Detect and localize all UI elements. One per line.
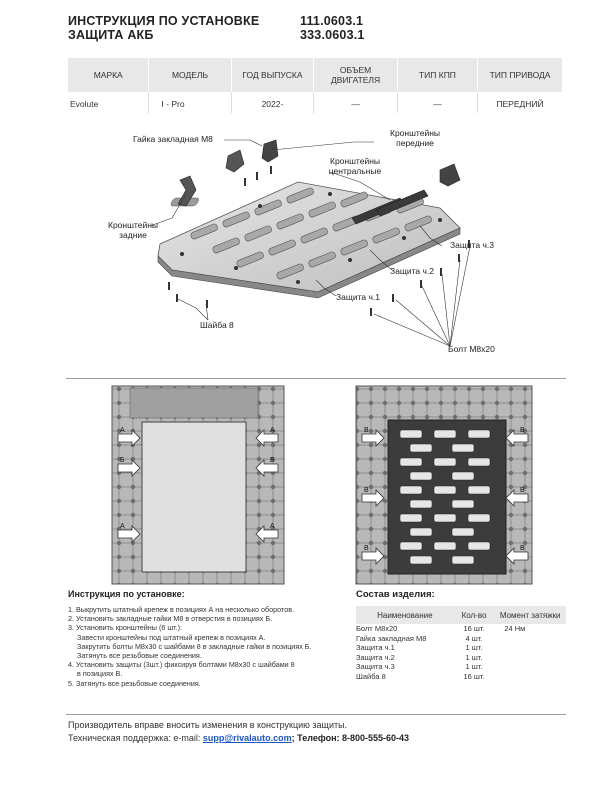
composition-cell: Болт М8х20 [356,624,398,633]
view-before [111,385,285,585]
spec-header: МОДЕЛЬ [148,58,232,92]
composition-cell: Защита ч.1 [356,643,395,652]
composition-header-row: Наименование Кол-во Момент затяжки [356,606,566,624]
instruction-line: 5. Затянуть все резьбовые соединения. [68,678,201,688]
pos-label-v: В [520,487,525,494]
pos-label-v: В [520,427,525,434]
footer-support: Техническая поддержка: e-mail: supp@riva… [68,733,409,743]
bolt-icons [168,166,470,316]
spec-cell: 2022- [231,92,315,113]
spec-cell: — [313,92,398,113]
composition-cell [494,672,566,682]
spec-header: МАРКА [68,58,150,92]
pos-label-v: В [520,545,525,552]
composition-title: Состав изделия: [356,589,435,600]
composition-cell: 16 шт. [463,671,485,681]
composition-row: Шайба 8 16 шт. [356,672,566,682]
composition-cell: 1 шт. [465,652,483,662]
exploded-diagram [149,139,471,347]
label-bolt: Болт М8х20 [448,344,495,354]
composition-cell: 4 шт. [465,633,483,643]
pos-label-v: В [364,487,369,494]
instruction-line: 3. Установить кронштейны (6 шт.): [68,623,182,633]
composition-header: Момент затяжки [494,606,566,624]
composition-row: Гайка закладная М8 4 шт. [356,634,566,644]
composition-cell: Гайка закладная М8 [356,633,427,643]
composition-row: Защита ч.1 1 шт. [356,643,566,653]
label-guard-3: Защита ч.3 [450,240,495,250]
spec-header: ТИП ПРИВОДА [477,58,562,92]
spec-header: ГОД ВЫПУСКА [231,58,315,92]
composition-row: Болт М8х20 16 шт. 24 Нм [356,624,566,634]
part-code-2: 333.0603.1 [300,28,365,42]
label-rear-brackets: Кронштейны задние [108,220,158,240]
support-email-link[interactable]: supp@rivalauto.com [202,733,292,743]
section-divider [66,378,566,379]
composition-cell: Шайба 8 [356,671,386,681]
composition-table: Наименование Кол-во Момент затяжки Болт … [356,606,566,681]
instruction-line: Завести кронштейны под штатный крепеж в … [77,632,266,642]
label-guard-2: Защита ч.2 [390,266,435,276]
spec-cell: Evolute [68,92,150,113]
center-bracket [351,189,429,225]
pos-label-a: А [120,523,125,530]
instruction-line: Затянуть все резьбовые соединения. [77,651,202,661]
instruction-line: 1. Выкрутить штатный крепеж в позициях А… [68,605,295,614]
composition-row: Защита ч.3 1 шт. [356,662,566,672]
spec-header-row: МАРКА МОДЕЛЬ ГОД ВЫПУСКА ОБЪЕМ ДВИГАТЕЛЯ… [68,58,562,92]
spec-cell: ПЕРЕДНИЙ [496,99,544,109]
pos-label-a: А [120,427,125,434]
pos-label-a: А [270,427,275,434]
instruction-line: 4. Установить защиты (3шт.) фиксируя бол… [68,660,295,670]
composition-cell: Защита ч.2 [356,652,395,662]
instruction-line: в позициях В. [77,669,123,679]
spec-table: МАРКА МОДЕЛЬ ГОД ВЫПУСКА ОБЪЕМ ДВИГАТЕЛЯ… [68,58,562,113]
label-guard-1: Защита ч.1 [336,292,381,302]
installation-views: А Б А А Б А В В В В В В [111,385,533,585]
pos-label-b: Б [120,457,125,464]
spec-value-row: Evolute I - Pro 2022- — — ПЕРЕДНИЙ [68,92,562,113]
footer-note: Производитель вправе вносить изменения в… [68,720,348,730]
rear-bracket [177,149,245,207]
composition-cell: 24 Нм [504,624,526,633]
pos-label-a: А [270,523,275,530]
doc-title: ИНСТРУКЦИЯ ПО УСТАНОВКЕ [68,14,260,28]
front-bracket [261,139,461,187]
label-center-brackets: Кронштейны центральные [328,156,382,176]
pos-label-b: Б [270,457,275,464]
instruction-line: Закрутить болты М8х30 с шайбами 8 в закл… [77,641,312,651]
support-phone: 8-800-555-60-43 [342,733,410,743]
composition-cell [494,634,566,644]
view-after [355,385,533,585]
spec-cell: — [397,92,479,113]
doc-subtitle: ЗАЩИТА АКБ [68,28,154,42]
pos-label-v: В [364,545,369,552]
label-front-brackets: Кронштейны передние [390,128,440,148]
composition-cell: 16 шт. [463,624,485,633]
instruction-line: 2. Установить закладные гайки М8 в отвер… [68,614,273,624]
composition-cell: 1 шт. [465,662,483,671]
composition-cell [494,662,566,672]
composition-row: Защита ч.2 1 шт. [356,653,566,663]
instructions-list: 1. Выкрутить штатный крепеж в позициях А… [68,605,358,688]
support-prefix: Техническая поддержка: e-mail: [68,733,203,743]
spec-header: ТИП КПП [397,58,479,92]
composition-header: Кол-во [453,606,495,624]
pos-label-v: В [364,427,369,434]
composition-cell [494,653,566,663]
part-code-1: 111.0603.1 [300,14,364,28]
instructions-title: Инструкция по установке: [68,589,185,599]
spec-cell: I - Pro [148,92,232,113]
composition-cell [494,643,566,653]
position-arrows [117,429,529,565]
spec-header: ОБЪЕМ ДВИГАТЕЛЯ [313,58,398,92]
composition-header: Наименование [356,606,454,624]
label-washer: Шайба 8 [200,320,234,330]
footer-divider [66,714,566,715]
composition-cell: Защита ч.3 [356,662,395,671]
composition-cell: 1 шт. [465,643,483,652]
label-nut: Гайка закладная М8 [133,134,213,144]
phone-label: ; Телефон: [291,733,343,743]
